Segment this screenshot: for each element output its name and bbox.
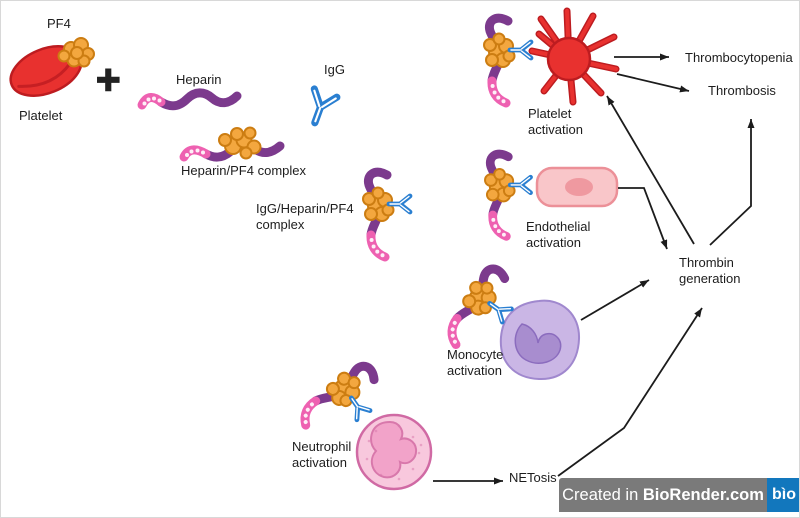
arrow-platelet-to-thrombosis [616,73,690,93]
label-thrombin-generation: Thrombin generation [679,255,741,286]
label-igg: IgG [324,62,345,77]
watermark-brand: BioRender.com [642,485,764,504]
complex-at-platelet-icon [484,18,531,103]
label-endothelial-activation: Endothelial activation [526,219,591,250]
biorender-logo: bìo [767,478,799,512]
label-heparin: Heparin [176,72,222,87]
label-platelet: Platelet [19,108,63,123]
label-heparin-pf4-complex: Heparin/PF4 complex [181,163,306,178]
monocyte-icon [499,299,581,381]
label-monocyte-activation: Monocyte activation [447,347,504,378]
arrows [433,53,755,485]
label-thrombocytopenia: Thrombocytopenia [685,50,793,65]
arrow-endothelial-to-thrombin [618,187,668,250]
label-pf4: PF4 [47,16,71,31]
arrow-monocyte-to-thrombin [580,279,650,321]
biorender-watermark: Created in BioRender.com bìo [559,478,799,512]
activated-platelet-icon [528,7,620,106]
arrow-netosis-to-thrombin [557,307,703,477]
neutrophil-icon [355,413,433,491]
endothelial-cell-icon [535,166,619,208]
watermark-prefix: Created in [562,485,643,504]
label-platelet-activation: Platelet activation [528,106,583,137]
label-igg-heparin-pf4-complex: IgG/Heparin/PF4 complex [256,201,354,232]
arrow-thrombin-to-platelet [606,95,695,245]
label-thrombosis: Thrombosis [708,83,776,98]
arrow-thrombin-to-thrombosis [709,119,755,246]
complex-at-endothelium-icon [485,154,531,237]
igg-antibody-icon [304,89,337,127]
watermark-text: Created in BioRender.com [559,478,767,512]
label-neutrophil-activation: Neutrophil activation [292,439,352,470]
heparin-icon [137,88,242,111]
label-netosis: NETosis [509,470,557,485]
heparin-pf4-complex-icon [179,126,285,162]
igg-heparin-pf4-complex-icon [363,172,410,257]
plus-sign: + [95,56,121,103]
pf4-icon [57,37,95,68]
